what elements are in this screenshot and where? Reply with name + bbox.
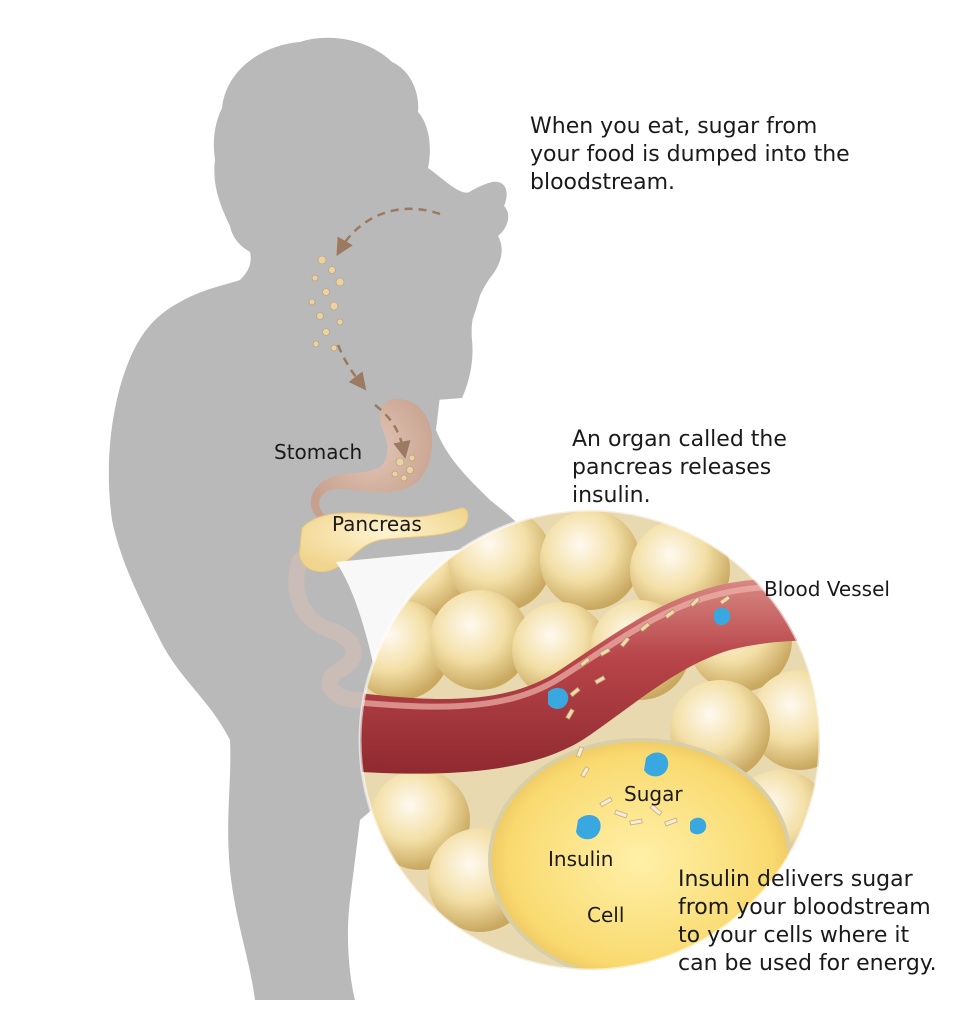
sugar-particles-cell xyxy=(575,746,678,827)
label-cell: Cell xyxy=(587,903,625,927)
sugar-particles-vessel xyxy=(565,594,731,720)
zoom-circle xyxy=(360,510,820,970)
blood-vessel xyxy=(360,578,820,774)
label-sugar: Sugar xyxy=(624,782,683,806)
caption-eat: When you eat, sugar from your food is du… xyxy=(530,114,850,195)
intestines xyxy=(288,552,368,708)
sugar-path-arrows xyxy=(336,207,441,459)
label-insulin: Insulin xyxy=(548,847,614,871)
stomach-organ xyxy=(310,399,432,520)
insulin-molecules xyxy=(548,607,731,840)
pancreas-organ xyxy=(299,507,469,573)
label-stomach: Stomach xyxy=(274,440,363,464)
caption-pancreas: An organ called the pancreas releases in… xyxy=(572,427,787,508)
sugar-particles-body xyxy=(308,255,416,482)
caption-insulin: Insulin delivers sugar from your bloodst… xyxy=(678,867,937,976)
label-blood-vessel: Blood Vessel xyxy=(764,577,890,601)
label-pancreas: Pancreas xyxy=(332,512,422,536)
